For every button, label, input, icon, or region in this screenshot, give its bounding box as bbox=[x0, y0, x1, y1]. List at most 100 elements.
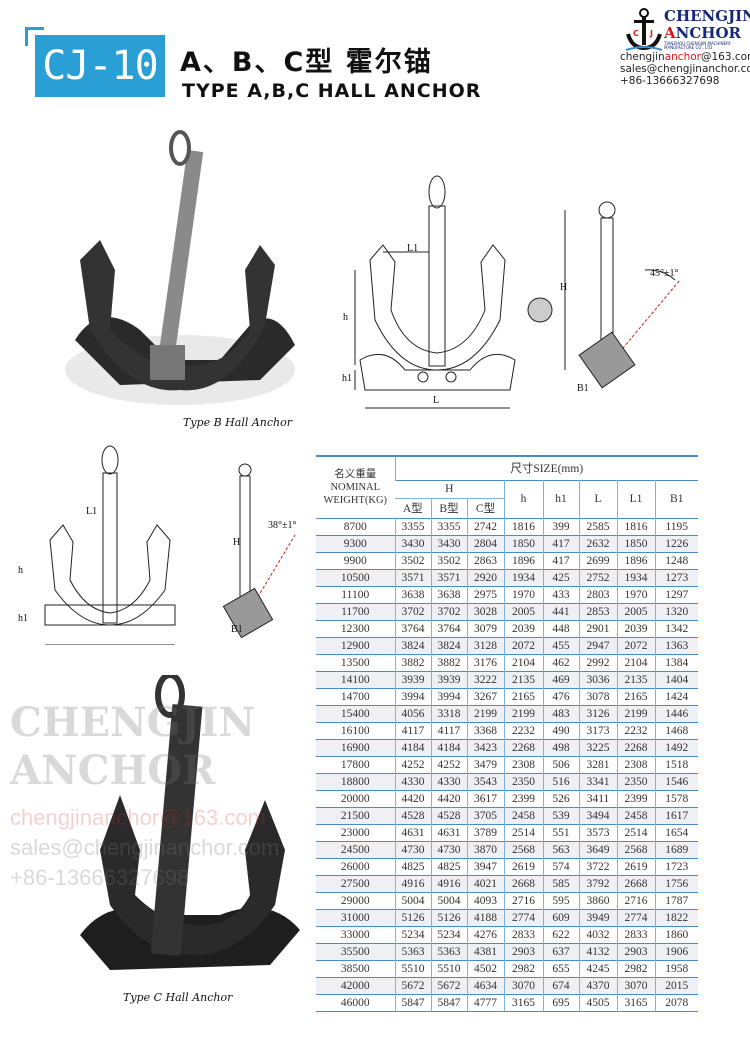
table-cell: 14100 bbox=[340, 673, 370, 686]
table-cell: 1958 bbox=[654, 960, 698, 977]
table-cell: 3036 bbox=[578, 671, 617, 688]
table-cell: 3078 bbox=[578, 688, 617, 705]
table-cell: 526 bbox=[542, 790, 579, 807]
table-cell: 11700 bbox=[341, 605, 370, 618]
table-cell: 2668 bbox=[616, 875, 655, 892]
side-view-diagram bbox=[527, 201, 681, 389]
table-cell: 1654 bbox=[654, 824, 698, 841]
table-cell: 20000 bbox=[340, 792, 370, 805]
table-cell: 2199 bbox=[616, 705, 655, 722]
table-cell: 2947 bbox=[578, 637, 617, 654]
table-cell: 4420 bbox=[394, 790, 431, 807]
table-cell: 14700 bbox=[340, 690, 370, 703]
table-cell: 35500 bbox=[340, 945, 370, 958]
header-col: B型 bbox=[430, 498, 467, 518]
table-cell: 2514 bbox=[503, 824, 543, 841]
table-cell: 4916 bbox=[430, 875, 467, 892]
table-cell: 4420 bbox=[430, 790, 467, 807]
table-cell: 5847 bbox=[394, 994, 431, 1011]
table-cell: 21500 bbox=[340, 809, 370, 822]
label-H-c: H bbox=[233, 537, 241, 548]
specification-table: 名义重量 NOMINAL WEIGHT(KG) 尺寸SIZE(mm) H h h… bbox=[316, 455, 698, 1012]
table-cell: 4381 bbox=[466, 943, 504, 960]
table-cell: 8700 bbox=[343, 520, 367, 533]
label-h1-c: h1 bbox=[18, 613, 28, 624]
watermark-sales: sales@chengjinanchor.com bbox=[10, 835, 280, 860]
table-cell: 5510 bbox=[430, 960, 467, 977]
table-cell: 26000 bbox=[340, 860, 370, 873]
table-cell: 5363 bbox=[430, 943, 467, 960]
table-cell: 462 bbox=[542, 654, 579, 671]
table-cell: 3355 bbox=[430, 518, 467, 535]
table-cell: 2716 bbox=[503, 892, 543, 909]
table-cell: 2903 bbox=[503, 943, 543, 960]
email-primary[interactable]: chengjinanchor@163.com bbox=[620, 51, 750, 63]
table-cell: 595 bbox=[542, 892, 579, 909]
table-cell: 4631 bbox=[430, 824, 467, 841]
table-cell: 2982 bbox=[503, 960, 543, 977]
table-cell: 5004 bbox=[394, 892, 431, 909]
email-sales[interactable]: sales@chengjinanchor.com bbox=[620, 63, 750, 75]
table-cell: 2199 bbox=[503, 705, 543, 722]
table-cell: 2308 bbox=[616, 756, 655, 773]
table-cell: 2458 bbox=[616, 807, 655, 824]
front-view-diagram bbox=[354, 175, 516, 409]
table-cell: 4730 bbox=[394, 841, 431, 858]
table-cell: 609 bbox=[542, 909, 579, 926]
table-cell: 2135 bbox=[616, 671, 655, 688]
table-cell: 2699 bbox=[578, 552, 617, 569]
table-cell: 2992 bbox=[578, 654, 617, 671]
table-cell: 5847 bbox=[430, 994, 467, 1011]
table-cell: 585 bbox=[542, 875, 579, 892]
table-cell: 3430 bbox=[394, 535, 431, 552]
table-cell: 1934 bbox=[616, 569, 655, 586]
table-cell: 2903 bbox=[616, 943, 655, 960]
caption-type-c: Type C Hall Anchor bbox=[123, 991, 233, 1004]
table-cell: 3824 bbox=[430, 637, 467, 654]
label-L1-c: L1 bbox=[86, 506, 98, 517]
table-cell: 3502 bbox=[430, 552, 467, 569]
table-cell: 2232 bbox=[503, 722, 543, 739]
header-col: h bbox=[503, 480, 543, 518]
table-cell: 3222 bbox=[466, 671, 504, 688]
table-cell: 3949 bbox=[578, 909, 617, 926]
table-cell: 2668 bbox=[503, 875, 543, 892]
table-cell: 5004 bbox=[430, 892, 467, 909]
label-B1: B1 bbox=[577, 383, 589, 394]
table-cell: 3994 bbox=[394, 688, 431, 705]
header-col: A型 bbox=[402, 503, 423, 515]
table-cell: 1578 bbox=[654, 790, 698, 807]
table-cell: 4631 bbox=[394, 824, 431, 841]
table-cell: 2619 bbox=[503, 858, 543, 875]
table-cell: 4528 bbox=[430, 807, 467, 824]
label-B1-c: B1 bbox=[231, 624, 243, 635]
brand-name: CHENGJIN bbox=[664, 7, 750, 25]
table-cell: 5672 bbox=[430, 977, 467, 994]
table-cell: 2072 bbox=[616, 637, 655, 654]
label-angle-45: 45°±1° bbox=[650, 268, 679, 279]
table-cell: 1816 bbox=[616, 518, 655, 535]
table-cell: 3368 bbox=[466, 722, 504, 739]
table-cell: 5672 bbox=[394, 977, 431, 994]
table-cell: 2039 bbox=[503, 620, 543, 637]
table-cell: 2135 bbox=[503, 671, 543, 688]
watermark-email: chengjinanchor@163.com bbox=[10, 805, 266, 830]
caption-type-b: Type B Hall Anchor bbox=[183, 416, 293, 429]
table-cell: 1723 bbox=[654, 858, 698, 875]
table-cell: 4117 bbox=[394, 722, 431, 739]
table-cell: 4634 bbox=[466, 977, 504, 994]
table-cell: 3702 bbox=[394, 603, 431, 620]
table-cell: 1756 bbox=[654, 875, 698, 892]
email-part: anchor bbox=[664, 51, 701, 63]
table-cell: 1342 bbox=[654, 620, 698, 637]
table-cell: 2863 bbox=[466, 552, 504, 569]
header-col: B1 bbox=[654, 480, 698, 518]
